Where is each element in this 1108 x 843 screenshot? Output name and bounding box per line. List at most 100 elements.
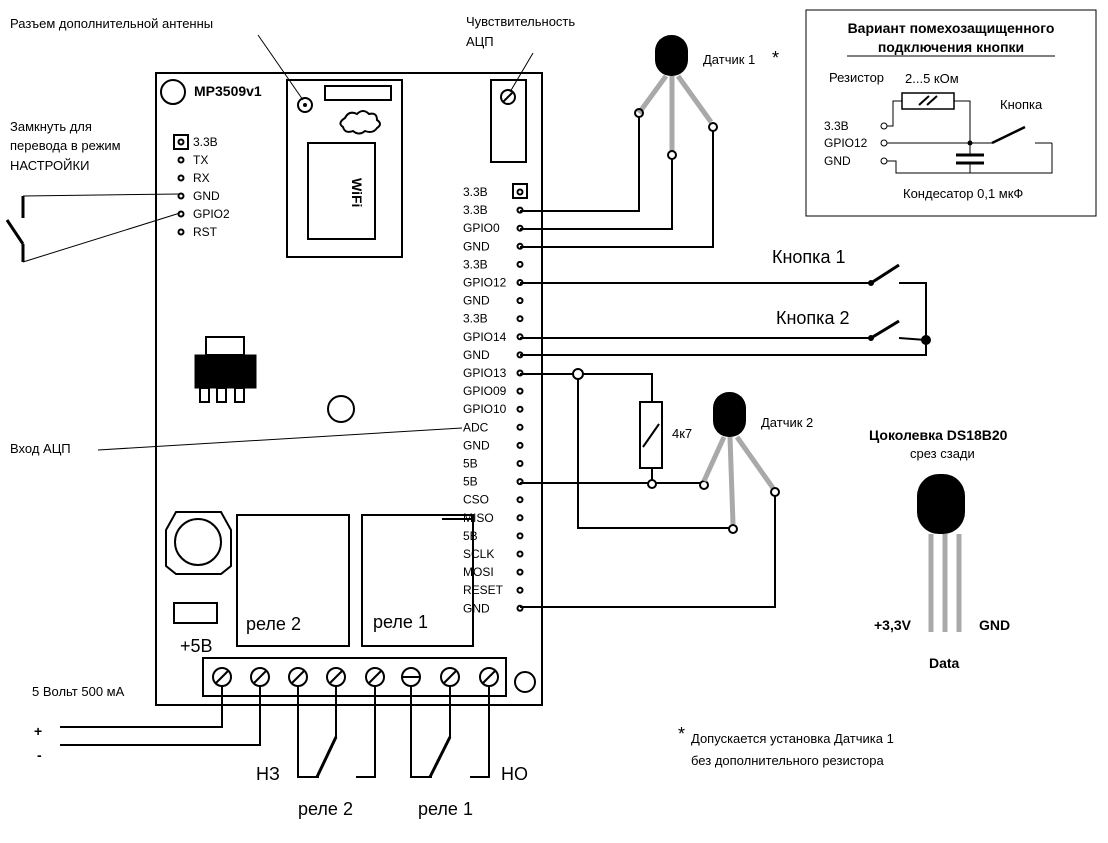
- right-pin-label: MISO: [463, 511, 494, 525]
- right-pin-label: GND: [463, 438, 490, 452]
- sensor-2-label: Датчик 2: [761, 415, 813, 430]
- setup-label-2: перевода в режим: [10, 138, 121, 153]
- right-pin-label: 5В: [463, 457, 478, 471]
- screw-terminal-block: [202, 657, 507, 697]
- right-pin-0: [516, 188, 524, 196]
- wifi-chip-label: WiFi: [349, 178, 365, 207]
- setup-label-1: Замкнуть для: [10, 119, 92, 134]
- right-pin-label: 5В: [463, 529, 478, 543]
- left-pin-3: [177, 192, 185, 200]
- relay-1-contact: [428, 736, 452, 778]
- relay-2-inner-label: реле 2: [246, 614, 301, 634]
- right-pin-label: GPIO10: [463, 402, 507, 416]
- module-shield-strip: [324, 85, 392, 101]
- note-line-2: без дополнительного резистора: [691, 753, 884, 768]
- right-pin-label: RESET: [463, 583, 504, 597]
- right-pin-label: 5В: [463, 475, 478, 489]
- pinout-33v: +3,3V: [874, 617, 912, 633]
- inset-pin-33: 3.3В: [824, 119, 849, 133]
- inset-resistor-value: 2...5 кОм: [905, 71, 959, 86]
- nc-label: НЗ: [256, 764, 280, 784]
- inset-title-1: Вариант помехозащищенного: [848, 20, 1055, 36]
- button-2-label: Кнопка 2: [776, 308, 849, 328]
- right-pin-label: GPIO12: [463, 276, 507, 290]
- inset-button-switch: [991, 125, 1026, 145]
- sensor-1-star: *: [772, 48, 779, 68]
- relay-1-inner-label: реле 1: [373, 612, 428, 632]
- adc-input-label: Вход АЦП: [10, 441, 71, 456]
- right-pin-label: ADC: [463, 420, 489, 434]
- note-star: *: [678, 724, 685, 744]
- right-pin-label: GPIO09: [463, 384, 507, 398]
- antenna-trace-icon: [339, 110, 381, 135]
- pinout-title: Цоколевка DS18B20: [869, 427, 1008, 443]
- setup-label-3: НАСТРОЙКИ: [10, 158, 89, 173]
- regulator-tab: [205, 336, 245, 356]
- right-pin-label: GND: [463, 601, 490, 615]
- right-pin-label: SCLK: [463, 547, 494, 561]
- right-pin-label: GPIO14: [463, 330, 507, 344]
- screw-terminals: [212, 667, 499, 687]
- button-1-label: Кнопка 1: [772, 247, 845, 267]
- sensor-2-body: [713, 392, 746, 437]
- right-pin-4: [516, 260, 524, 268]
- right-pin-22: [516, 586, 524, 594]
- right-pin-14: [516, 441, 524, 449]
- right-pin-19: [516, 532, 524, 540]
- pinout-data: Data: [929, 655, 960, 671]
- right-pin-label: 3.3В: [463, 312, 488, 326]
- note-line-1: Допускается установка Датчика 1: [691, 731, 894, 746]
- right-pin-18: [516, 514, 524, 522]
- setup-switch: [5, 219, 25, 245]
- supply-plus: +: [34, 723, 42, 739]
- left-pin-label: 3.3В: [193, 135, 218, 149]
- inset-protected-button: Вариант помехозащищенного подключения кн…: [805, 9, 1097, 217]
- left-pin-1: [177, 156, 185, 164]
- right-pin-6: [516, 297, 524, 305]
- inset-pin-gnd: GND: [824, 154, 851, 168]
- button-1-switch: [870, 263, 900, 285]
- inset-capacitor-label: Кондесатор 0,1 мкФ: [903, 186, 1023, 201]
- right-pin-label: 3.3В: [463, 185, 488, 199]
- power-5v-label: +5В: [180, 636, 213, 656]
- left-pin-label: RST: [193, 225, 218, 239]
- wifi-chip: [307, 142, 376, 240]
- right-pin-12: [516, 405, 524, 413]
- left-pin-0: [177, 138, 185, 146]
- pinout-gnd: GND: [979, 617, 1010, 633]
- mounting-hole-top-left: [160, 79, 186, 105]
- adc-potentiometer: [490, 79, 527, 163]
- relay-1-box: [361, 514, 474, 647]
- inset-pin-gpio12: GPIO12: [824, 136, 868, 150]
- left-pin-label: TX: [193, 153, 208, 167]
- pinout-subtitle: срез сзади: [910, 446, 975, 461]
- right-pin-label: GND: [463, 294, 490, 308]
- right-pin-11: [516, 387, 524, 395]
- right-pin-label: GPIO0: [463, 221, 500, 235]
- board-name: MP3509v1: [194, 83, 262, 99]
- right-pin-21: [516, 568, 524, 576]
- voltage-regulator: [194, 354, 257, 389]
- right-pin-17: [516, 496, 524, 504]
- right-pin-13: [516, 423, 524, 431]
- right-pin-label: CSO: [463, 493, 489, 507]
- left-pin-label: RX: [193, 171, 210, 185]
- right-pin-label: MOSI: [463, 565, 494, 579]
- mounting-hole-center: [327, 395, 355, 423]
- inset-resistor-label: Резистор: [829, 70, 884, 85]
- ext-antenna-label: Разъем дополнительной антенны: [10, 16, 213, 31]
- right-pin-label: GND: [463, 348, 490, 362]
- wifi-module: [286, 79, 403, 258]
- power-jumper: [173, 602, 218, 624]
- inset-button-label: Кнопка: [1000, 97, 1043, 112]
- inset-title-2: подключения кнопки: [878, 39, 1024, 55]
- right-header: 3.3В3.3ВGPIO0GND3.3ВGPIO12GND3.3ВGPIO14G…: [463, 185, 524, 615]
- ds18b20-body: [917, 474, 965, 534]
- no-label: НО: [501, 764, 528, 784]
- right-pin-15: [516, 460, 524, 467]
- adc-sensitivity-label-2: АЦП: [466, 34, 494, 49]
- left-pin-2: [177, 174, 185, 182]
- left-pin-label: GPIO2: [193, 207, 230, 221]
